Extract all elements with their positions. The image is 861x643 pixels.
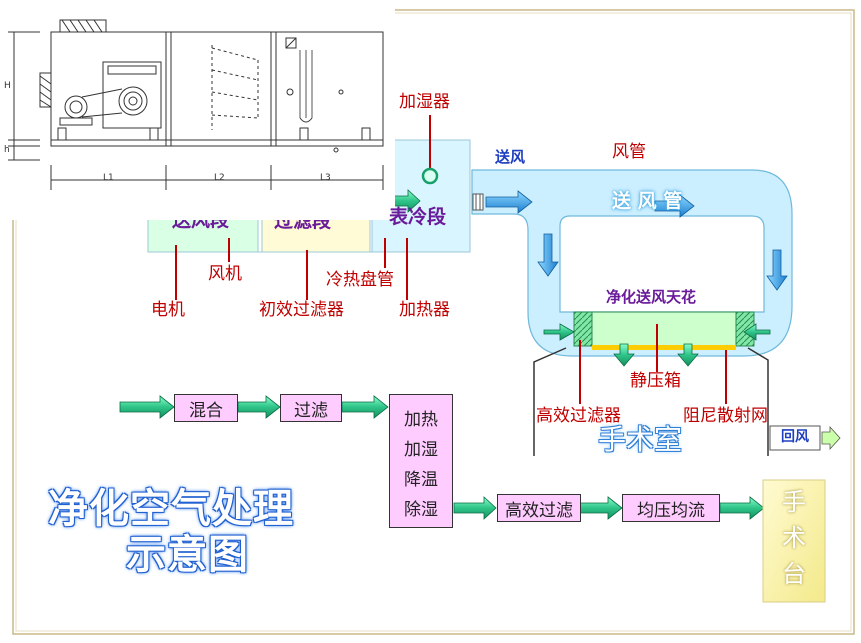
motor-label: 电机 xyxy=(151,300,185,320)
flow-step-treatment: 加热 加湿 降温 除湿 xyxy=(389,394,453,528)
table-char-3: 台 xyxy=(782,560,806,588)
flow-step-filter: 过滤 xyxy=(280,394,342,422)
slide-frame xyxy=(12,9,855,635)
dim-l1: L1 xyxy=(103,173,114,183)
dim-l3: L3 xyxy=(320,173,331,183)
table-char-2: 术 xyxy=(782,524,806,552)
supply-air-label: 送风 xyxy=(495,148,526,166)
ahu-coil-section-label: 表冷段 xyxy=(389,206,447,228)
flow-arrow-5 xyxy=(719,496,765,520)
room-wall-right xyxy=(747,347,769,456)
treat-dehumidify: 除湿 xyxy=(404,500,438,520)
return-air-arrow xyxy=(821,425,841,451)
operating-room-label: 手术室 xyxy=(598,423,683,456)
duct-arrow-left xyxy=(537,233,559,277)
heater-label: 加热器 xyxy=(399,300,450,320)
return-air-box xyxy=(769,425,821,451)
title-line-2: 示意图 xyxy=(126,532,249,578)
ceiling-label: 净化送风天花 xyxy=(606,288,697,306)
ceiling-arrow-down-1 xyxy=(613,343,635,367)
flow-arrow-in xyxy=(119,395,175,419)
ahu-airflow-arrow xyxy=(392,189,421,213)
flow-arrow-3 xyxy=(453,496,497,520)
operating-table-shape xyxy=(762,479,826,603)
ceiling-arrow-right xyxy=(743,323,771,341)
duct-inner-gap xyxy=(559,215,765,313)
ahu-technical-drawing xyxy=(0,0,395,220)
plenum-label: 静压箱 xyxy=(630,371,681,391)
dim-h1: h xyxy=(4,145,10,155)
coil-label: 冷热盘管 xyxy=(326,270,394,290)
supply-duct-label: 送 风 管 xyxy=(612,190,683,212)
duct-arrow-top xyxy=(654,194,695,218)
duct-arrow-right xyxy=(766,249,788,291)
flow-step-hepa: 高效过滤 xyxy=(497,494,581,522)
dim-l2: L2 xyxy=(214,173,225,183)
title-line-1: 净化空气处理 xyxy=(48,486,294,532)
flow-step-equalize: 均压均流 xyxy=(622,494,720,522)
ahu-filter-section-label: 过滤段 xyxy=(274,210,332,232)
treat-humidify: 加湿 xyxy=(404,440,438,460)
operating-table-label: 手 术 台 xyxy=(763,484,825,592)
humidifier-icon xyxy=(421,167,439,185)
flow-arrow-1 xyxy=(237,395,281,419)
duct-connector xyxy=(472,193,484,211)
damper-net-label: 阻尼散射网 xyxy=(683,406,768,426)
duct-label: 风管 xyxy=(612,142,646,162)
table-char-1: 手 xyxy=(782,488,806,516)
hepa-left xyxy=(573,311,593,347)
treat-heat: 加热 xyxy=(404,410,438,430)
return-air-label: 回风 xyxy=(781,429,809,445)
ahu-fan-section-label: 送风段 xyxy=(172,209,230,231)
primary-filter-label: 初效过滤器 xyxy=(259,300,344,320)
ceiling-arrow-down-2 xyxy=(677,343,699,367)
dim-h: H xyxy=(4,81,11,91)
plenum-box xyxy=(591,311,737,347)
fan-label: 风机 xyxy=(208,264,242,284)
humidifier-label: 加湿器 xyxy=(399,92,450,112)
diffuser-net xyxy=(592,345,736,350)
hepa-label: 高效过滤器 xyxy=(536,406,621,426)
ceiling-arrow-left xyxy=(543,323,575,341)
flow-step-mix: 混合 xyxy=(174,394,238,422)
flow-arrow-2 xyxy=(341,395,389,419)
treat-cool: 降温 xyxy=(404,470,438,490)
room-wall-left xyxy=(533,347,567,456)
duct-arrow-out xyxy=(485,190,533,214)
flow-arrow-4 xyxy=(579,496,623,520)
slide-frame-inner xyxy=(15,12,852,632)
